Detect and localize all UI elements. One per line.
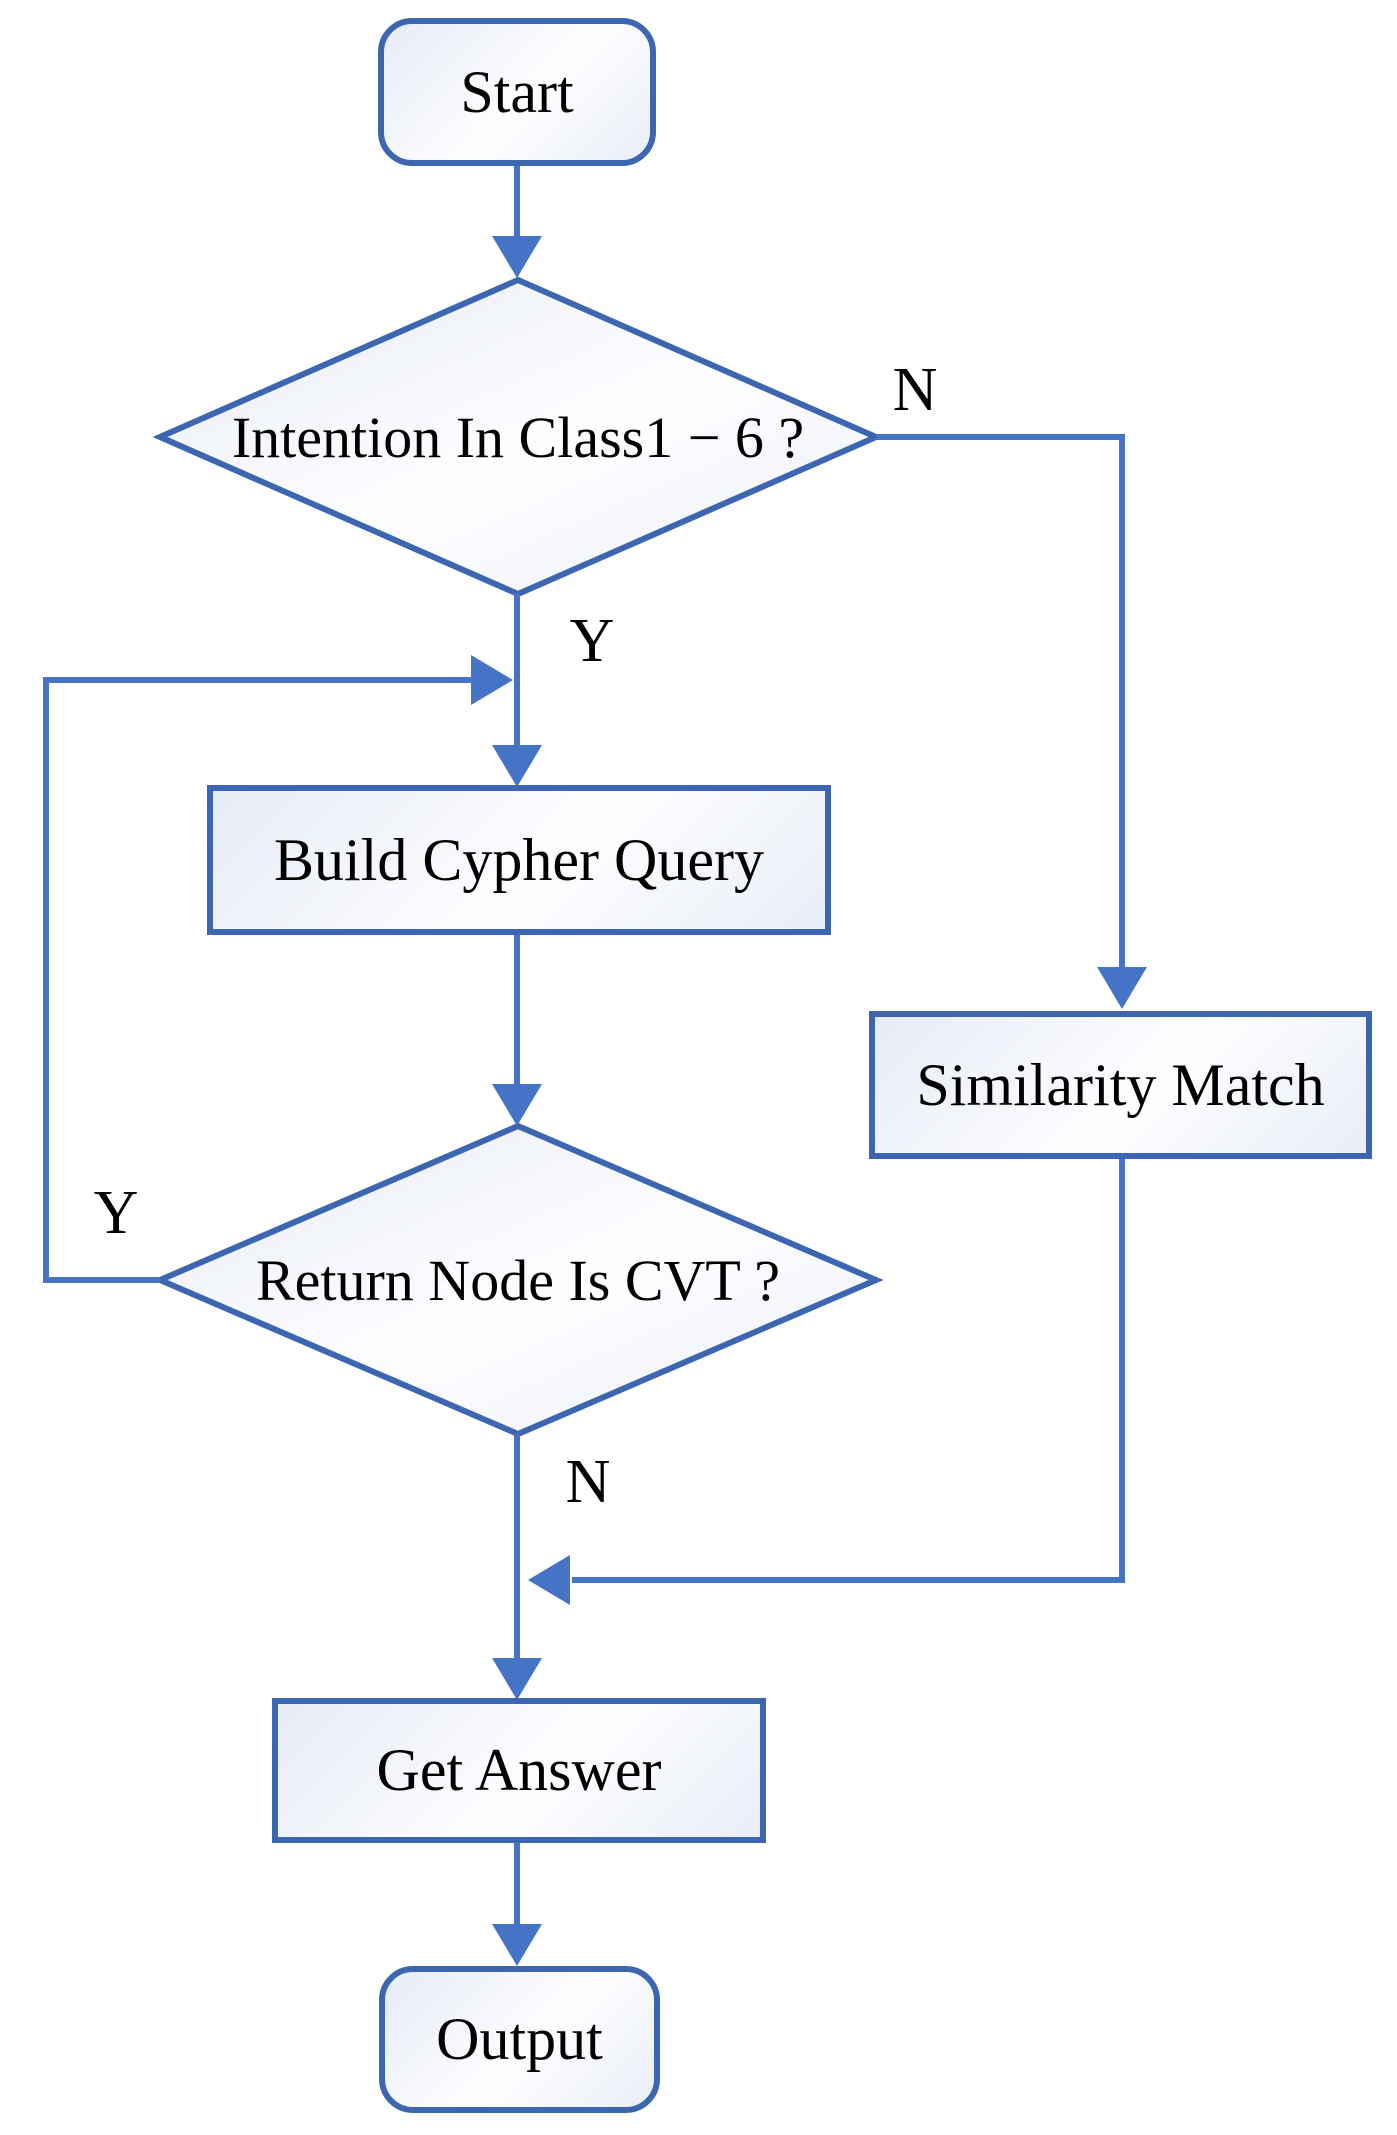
decision-diamond-intention-shape [152,276,884,598]
process-get-answer-node: Get Answer [272,1698,766,1843]
edge-label-return-no: N [565,1448,611,1516]
edge-label-intention-no: N [892,356,938,424]
arrowhead-similarity-into-main-line-icon [528,1555,570,1605]
build-cypher-query-label: Build Cypher Query [274,826,764,893]
edge-label-return-yes: Y [93,1179,139,1247]
arrowhead-into-similarity-icon [1097,967,1147,1009]
connector-return-yes-loop-to-build [43,677,474,1283]
decision-diamond-return-cvt-shape [152,1122,884,1438]
connector-intention-no-to-similarity [876,434,1125,972]
arrowhead-into-return-cvt-icon [492,1084,542,1126]
arrowhead-into-get-answer-icon [492,1658,542,1700]
connector-similarity-to-junction [572,1159,1125,1583]
arrowhead-loop-into-main-line-icon [471,655,513,705]
edge-label-intention-yes: Y [569,607,615,675]
get-answer-label: Get Answer [376,1737,662,1803]
output-node-label: Output [436,2006,603,2072]
arrowhead-into-intention-icon [492,236,542,278]
similarity-match-label: Similarity Match [916,1051,1325,1118]
start-node-label: Start [460,58,574,125]
arrowhead-into-build-icon [492,745,542,787]
arrowhead-into-output-icon [492,1924,542,1966]
process-build-cypher-query-node: Build Cypher Query [207,785,831,935]
process-similarity-match-node: Similarity Match [869,1011,1372,1159]
start-node: Start [378,18,656,166]
output-node: Output [379,1966,660,2113]
